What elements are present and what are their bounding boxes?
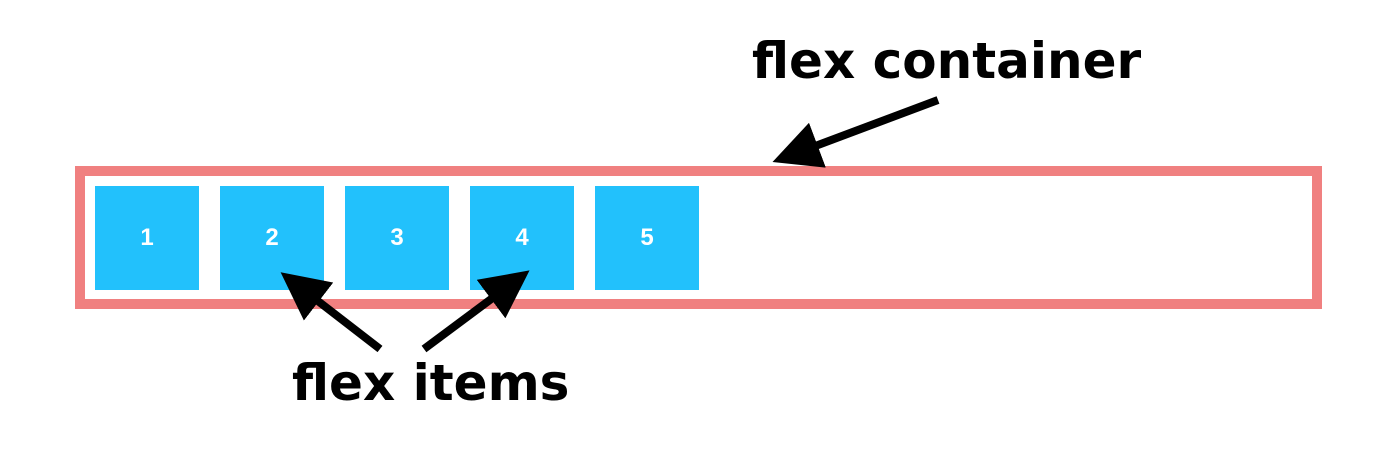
flex-items-label: flex items — [292, 354, 570, 412]
flex-item-4: 4 — [470, 186, 574, 290]
flex-item-3: 3 — [345, 186, 449, 290]
flex-item-2: 2 — [220, 186, 324, 290]
flex-container-label: flex container — [752, 32, 1142, 90]
flex-container-box: 1 2 3 4 5 — [75, 166, 1322, 309]
flex-item-1: 1 — [95, 186, 199, 290]
container-arrow — [772, 96, 940, 168]
flex-item-5: 5 — [595, 186, 699, 290]
